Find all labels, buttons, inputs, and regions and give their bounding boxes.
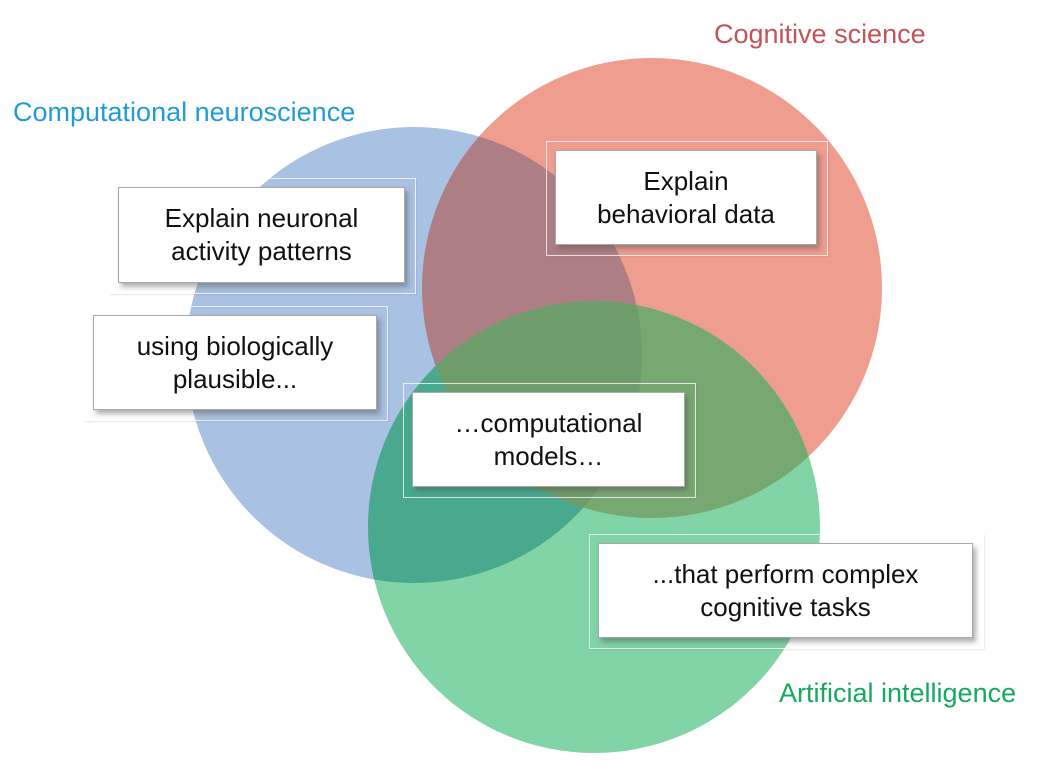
box-text-line: …computational — [454, 407, 643, 438]
box-ghost-frame — [403, 383, 696, 498]
box-using-biologically-plausible: using biologically plausible... — [93, 315, 377, 410]
box-text-line: Explain — [643, 165, 729, 196]
box-text-line: ...that perform complex — [652, 558, 919, 589]
label-cognitive-science: Cognitive science — [714, 19, 926, 49]
box-ghost-frame — [84, 306, 388, 421]
box-perform-complex-cognitive-tasks: ...that perform complex cognitive tasks — [598, 543, 973, 638]
box-text-line: activity patterns — [171, 236, 352, 266]
box-text-line: Explain neuronal — [164, 203, 359, 233]
box-explain-behavioral-data: Explain behavioral data — [555, 150, 817, 245]
box-ghost-frame — [546, 141, 828, 256]
box-text-line: cognitive tasks — [700, 591, 871, 622]
box-text-line: plausible... — [172, 363, 298, 394]
box-text-line: models… — [493, 440, 604, 471]
label-artificial-intelligence: Artificial intelligence — [779, 678, 1017, 708]
label-computational-neuroscience: Computational neuroscience — [13, 97, 356, 127]
box-explain-neuronal-activity: Explain neuronal activity patterns — [118, 187, 405, 283]
box-text-line: behavioral data — [597, 198, 775, 229]
box-ghost-frame — [109, 178, 416, 294]
box-computational-models: …computational models… — [412, 392, 685, 487]
box-text-line: using biologically — [136, 330, 334, 361]
box-ghost-frame — [589, 534, 984, 649]
